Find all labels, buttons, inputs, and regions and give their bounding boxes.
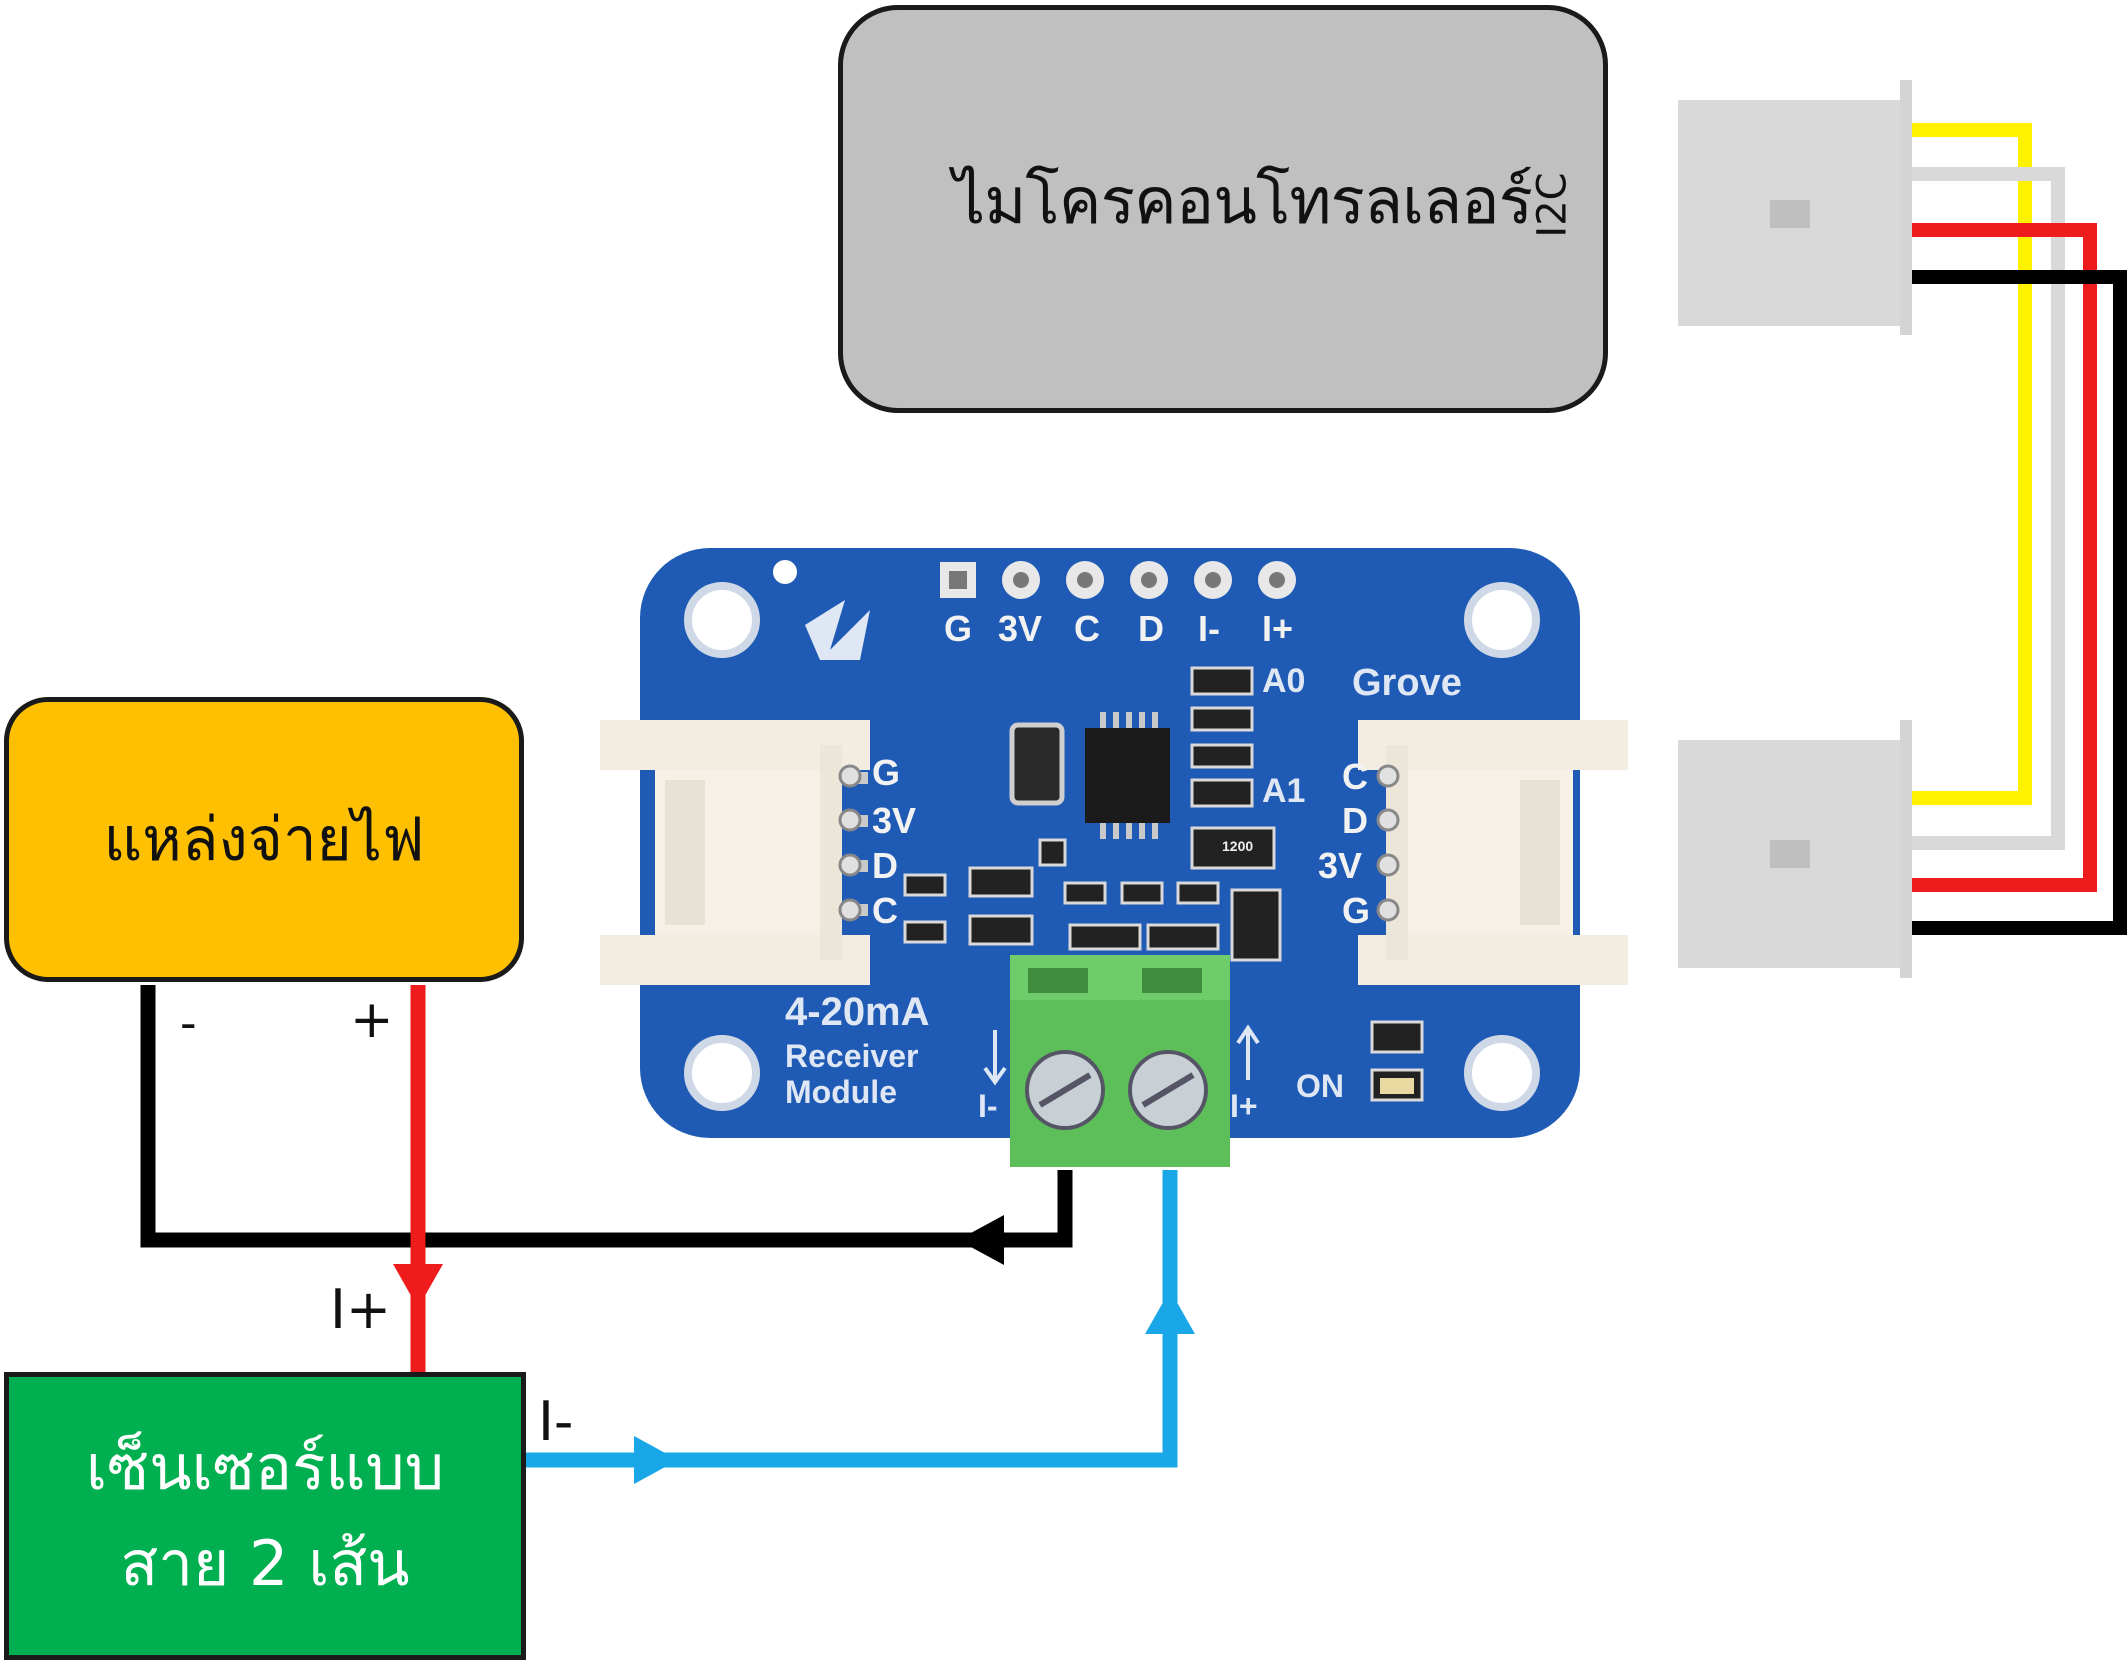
- logo-icon: [805, 600, 870, 660]
- module-title: 4-20mA: [785, 990, 930, 1034]
- a1-label: A1: [1262, 772, 1306, 810]
- left-pin-g: G: [872, 752, 901, 793]
- signal-wire: [526, 1170, 1178, 1468]
- wire-yellow: [1910, 123, 2032, 805]
- grove-connector-left: [600, 720, 870, 985]
- wire-red: [1910, 223, 2097, 892]
- signal-arrow-up: [1145, 1290, 1195, 1334]
- module-subtitle-receiver: Receiver: [785, 1038, 919, 1074]
- resistor-code: 1200: [1222, 838, 1254, 854]
- cable-connector-bottom: [1678, 720, 1912, 978]
- ground-wire: [140, 985, 1073, 1248]
- power-supply-label: แหล่งจ่ายไฟ: [103, 805, 425, 875]
- cable-connector-top: [1678, 80, 1912, 335]
- plus-arrow: [393, 1264, 443, 1308]
- a0-label: A0: [1262, 662, 1306, 700]
- right-pin-3v: 3V: [1318, 845, 1363, 886]
- left-pin-c: C: [872, 890, 898, 931]
- grove-label: Grove: [1352, 662, 1462, 704]
- right-pin-d: D: [1342, 800, 1368, 841]
- header-pin-d: D: [1138, 608, 1164, 649]
- header-pin-3v: 3V: [998, 608, 1043, 649]
- left-pin-d: D: [872, 845, 898, 886]
- right-pin-c: C: [1342, 756, 1368, 797]
- header-pin-i-plus: I+: [1262, 608, 1294, 649]
- right-pin-g: G: [1342, 890, 1371, 931]
- left-pin-3v: 3V: [872, 800, 917, 841]
- wire-label-i-plus: I+: [330, 1278, 392, 1341]
- terminal-label-i-plus: I+: [1230, 1088, 1258, 1124]
- i2c-cable: [1910, 123, 2127, 935]
- wire-label-i-minus: I-: [538, 1390, 574, 1453]
- module-subtitle-module: Module: [785, 1074, 897, 1110]
- silk-arrows: [983, 1024, 1260, 1086]
- wire-black: [1910, 270, 2127, 935]
- ground-arrow: [958, 1215, 1004, 1265]
- sensor-label-line1: เซ็นเซอร์แบบ: [85, 1430, 445, 1504]
- sensor-label-line2: สาย 2 เส้น: [120, 1527, 410, 1600]
- terminal-block: [1010, 955, 1230, 1167]
- microcontroller-label: ไมโครคอนโทรลเลอร์: [953, 165, 1533, 239]
- i2c-label: I2C: [1529, 172, 1576, 238]
- grove-connector-right: [1358, 720, 1628, 985]
- power-supply-box: แหล่งจ่ายไฟ: [4, 697, 524, 982]
- microcontroller-box: ไมโครคอนโทรลเลอร์ I2C: [838, 5, 1608, 413]
- sensor-box: เซ็นเซอร์แบบ สาย 2 เส้น: [4, 1372, 526, 1660]
- power-minus-label: -: [180, 996, 197, 1050]
- wire-white: [1910, 167, 2065, 850]
- on-led-label: ON: [1296, 1068, 1344, 1104]
- header-pin-c: C: [1074, 608, 1100, 649]
- header-pin-g: G: [944, 608, 973, 649]
- module-board: [640, 548, 1580, 1138]
- power-plus-label: +: [350, 990, 394, 1050]
- terminal-label-i-minus: I-: [978, 1088, 998, 1124]
- signal-arrow-right: [634, 1436, 678, 1484]
- header-pin-i-minus: I-: [1198, 608, 1220, 649]
